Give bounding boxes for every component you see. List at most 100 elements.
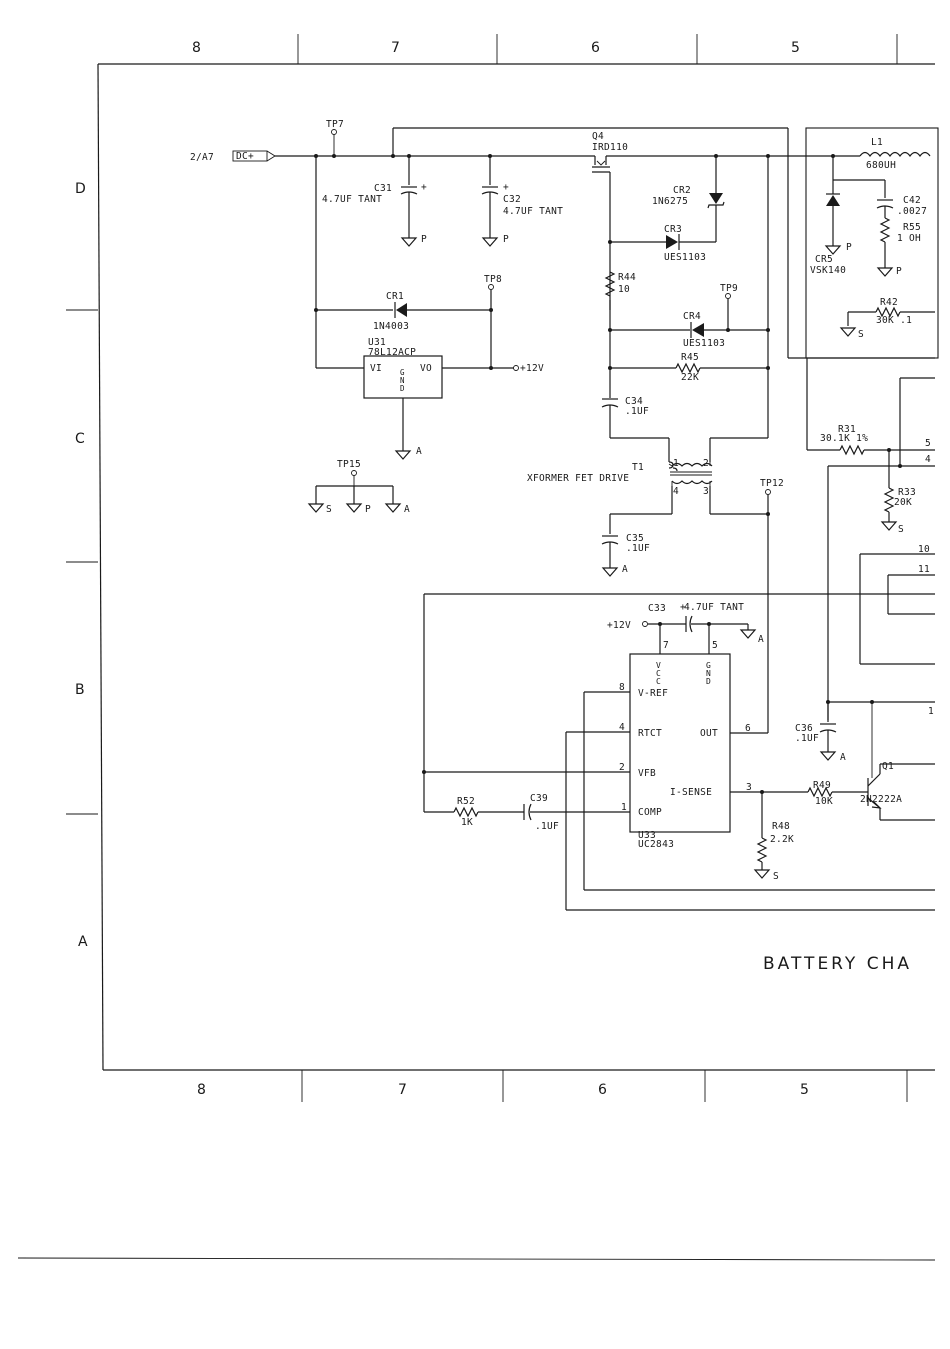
c39-value: .1UF: [535, 821, 559, 832]
c35-ref: C35: [626, 533, 644, 544]
r52-ref: R52: [457, 796, 475, 807]
svg-text:D: D: [706, 677, 711, 686]
svg-text:4: 4: [673, 486, 679, 497]
r31-value: 30.1K 1%: [820, 433, 868, 444]
svg-text:S: S: [898, 524, 904, 535]
u31-vo: VO: [420, 363, 432, 374]
plus12v-output: +12V: [520, 363, 544, 374]
c35-value: .1UF: [626, 543, 650, 554]
top-zone-8: 8: [192, 40, 201, 56]
svg-text:10: 10: [918, 544, 930, 555]
svg-text:7: 7: [663, 640, 669, 651]
svg-text:C: C: [656, 677, 661, 686]
svg-text:N: N: [706, 669, 711, 678]
svg-text:1: 1: [673, 458, 679, 469]
r42-ref: R42: [880, 297, 898, 308]
u33-isense: I-SENSE: [670, 787, 712, 798]
c39-ref: C39: [530, 793, 548, 804]
svg-text:V: V: [656, 661, 661, 670]
bottom-zone-6: 6: [598, 1082, 607, 1098]
cr2-value: 1N6275: [652, 196, 688, 207]
u31-vi: VI: [370, 363, 382, 374]
r52-value: 1K: [461, 817, 473, 828]
u31-value: 78L12ACP: [368, 347, 416, 358]
u33-vref: V-REF: [638, 688, 668, 699]
cr4-value: UES1103: [683, 338, 725, 349]
pwm-controller-section: C33 4.7UF TANT + +12V A 7 5 V C C G N D …: [422, 593, 935, 911]
q4-ref: Q4: [592, 131, 604, 142]
svg-text:A: A: [404, 504, 410, 515]
svg-text:G: G: [706, 661, 711, 670]
tp9-label: TP9: [720, 283, 738, 294]
row-label-d: D: [75, 181, 86, 197]
cr1-value: 1N4003: [373, 321, 409, 332]
c32-ref: C32: [503, 194, 521, 205]
cr4-ref: CR4: [683, 311, 701, 322]
svg-text:+: +: [503, 182, 509, 193]
bottom-zone-8: 8: [197, 1082, 206, 1098]
t1-description: XFORMER FET DRIVE: [527, 473, 629, 484]
svg-text:S: S: [773, 871, 779, 882]
tp15-label: TP15: [337, 459, 361, 470]
c42-ref: C42: [903, 195, 921, 206]
l1-value: 680UH: [866, 160, 896, 171]
l1-ref: L1: [871, 137, 883, 148]
net-label-2a7: 2/A7: [190, 152, 214, 163]
svg-text:P: P: [503, 234, 509, 245]
c31-ref: C31: [374, 183, 392, 194]
svg-text:4: 4: [925, 454, 931, 465]
r31-ref: R31: [838, 424, 856, 435]
svg-text:P: P: [896, 266, 902, 277]
svg-text:C: C: [656, 669, 661, 678]
c36-ref: C36: [795, 723, 813, 734]
top-zone-7: 7: [391, 40, 400, 56]
svg-text:A: A: [622, 564, 628, 575]
svg-text:A: A: [840, 752, 846, 763]
c34-ref: C34: [625, 396, 643, 407]
tp8-label: TP8: [484, 274, 502, 285]
svg-text:8: 8: [619, 682, 625, 693]
cr5-value: VSK140: [810, 265, 846, 276]
svg-text:+: +: [421, 182, 427, 193]
svg-text:1: 1: [621, 802, 627, 813]
r55-value: 1 OH: [897, 233, 921, 244]
tp7-label: TP7: [326, 119, 344, 130]
net-label-dc-plus: DC+: [236, 151, 254, 162]
r48-value: 2.2K: [770, 834, 794, 845]
svg-text:P: P: [846, 242, 852, 253]
svg-text:+: +: [680, 602, 686, 613]
c32-value: 4.7UF TANT: [503, 206, 563, 217]
u33-comp: COMP: [638, 807, 662, 818]
zone-labels: 8 7 6 5 8 7 6 5 D C B A: [75, 40, 809, 1098]
r42-value: 30K .1: [876, 315, 912, 326]
cr3-value: UES1103: [664, 252, 706, 263]
row-label-a: A: [78, 934, 88, 950]
svg-text:3: 3: [703, 486, 709, 497]
plus12v-supply: +12V: [607, 620, 631, 631]
svg-text:6: 6: [745, 723, 751, 734]
top-zone-6: 6: [591, 40, 600, 56]
svg-text:5: 5: [925, 438, 931, 449]
svg-text:P: P: [421, 234, 427, 245]
r49-ref: R49: [813, 780, 831, 791]
output-section: L1 680UH P CR5 VSK140 C42 .0027 R55 1 OH…: [805, 127, 939, 720]
svg-text:S: S: [326, 504, 332, 515]
cr1-ref: CR1: [386, 291, 404, 302]
svg-text:2: 2: [619, 762, 625, 773]
u31-ref: U31: [368, 337, 386, 348]
drawing-title: BATTERY CHA: [763, 954, 912, 974]
svg-text:1: 1: [928, 706, 934, 717]
u33-rtct: RTCT: [638, 728, 662, 739]
t1-ref: T1: [632, 462, 644, 473]
q1-value: 2N2222A: [860, 794, 902, 805]
c42-value: .0027: [897, 206, 927, 217]
svg-text:A: A: [416, 446, 422, 457]
r44-value: 10: [618, 284, 630, 295]
svg-text:S: S: [858, 329, 864, 340]
fet-drive-section: Q4 IRD110 CR2 1N6275 CR3 UES1103 R44 10: [527, 131, 784, 733]
c33-ref: C33: [648, 603, 666, 614]
c36-value: .1UF: [795, 733, 819, 744]
r48-ref: R48: [772, 821, 790, 832]
